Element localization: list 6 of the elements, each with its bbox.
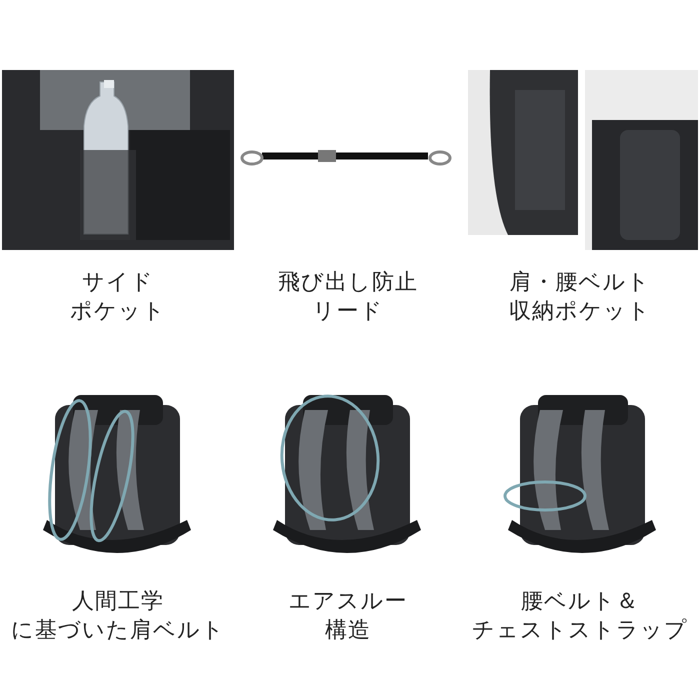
caption: 飛び出し防止リード — [277, 269, 419, 326]
caption: エアスルー構造 — [288, 588, 408, 645]
caption: サイドポケット — [69, 269, 167, 326]
caption: 人間工学に基づいた肩ベルト — [10, 588, 226, 645]
caption: 腰ベルト＆チェストストラップ — [471, 588, 689, 645]
caption: 肩・腰ベルト収納ポケット — [508, 269, 652, 326]
